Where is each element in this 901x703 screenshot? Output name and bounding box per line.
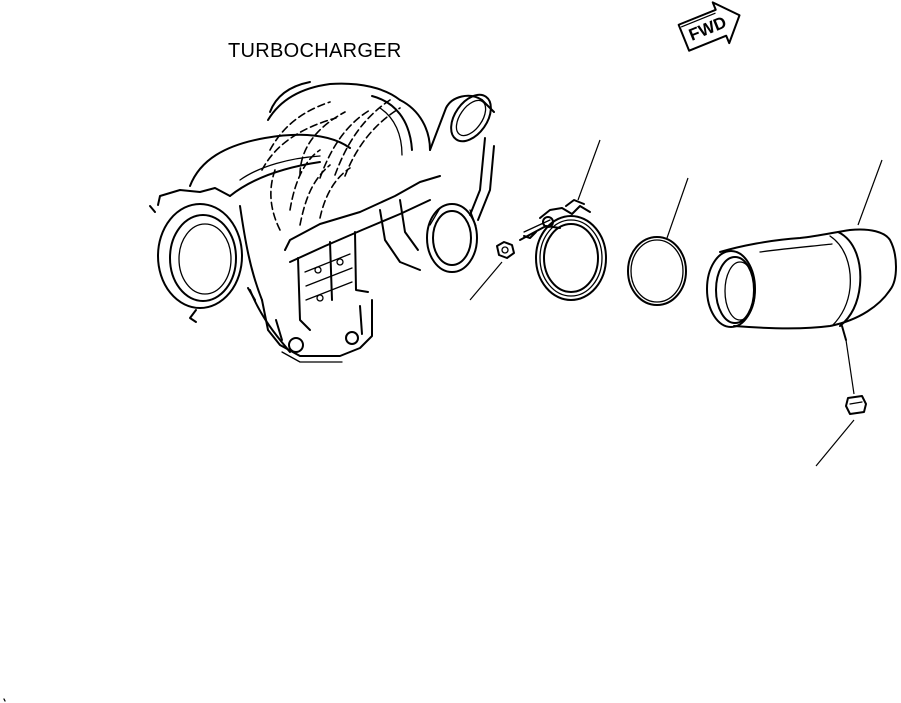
corner-mark [4,699,5,701]
nut [470,242,514,300]
plug [816,340,866,466]
turbocharger-assembly [150,82,499,362]
o-ring-seal [628,178,688,305]
v-band-clamp [520,140,606,300]
forward-arrow-icon: FWD [676,0,748,58]
fwd-text: FWD [686,13,729,45]
turbocharger-label: TURBOCHARGER [228,40,402,62]
elbow-tube [707,160,896,340]
